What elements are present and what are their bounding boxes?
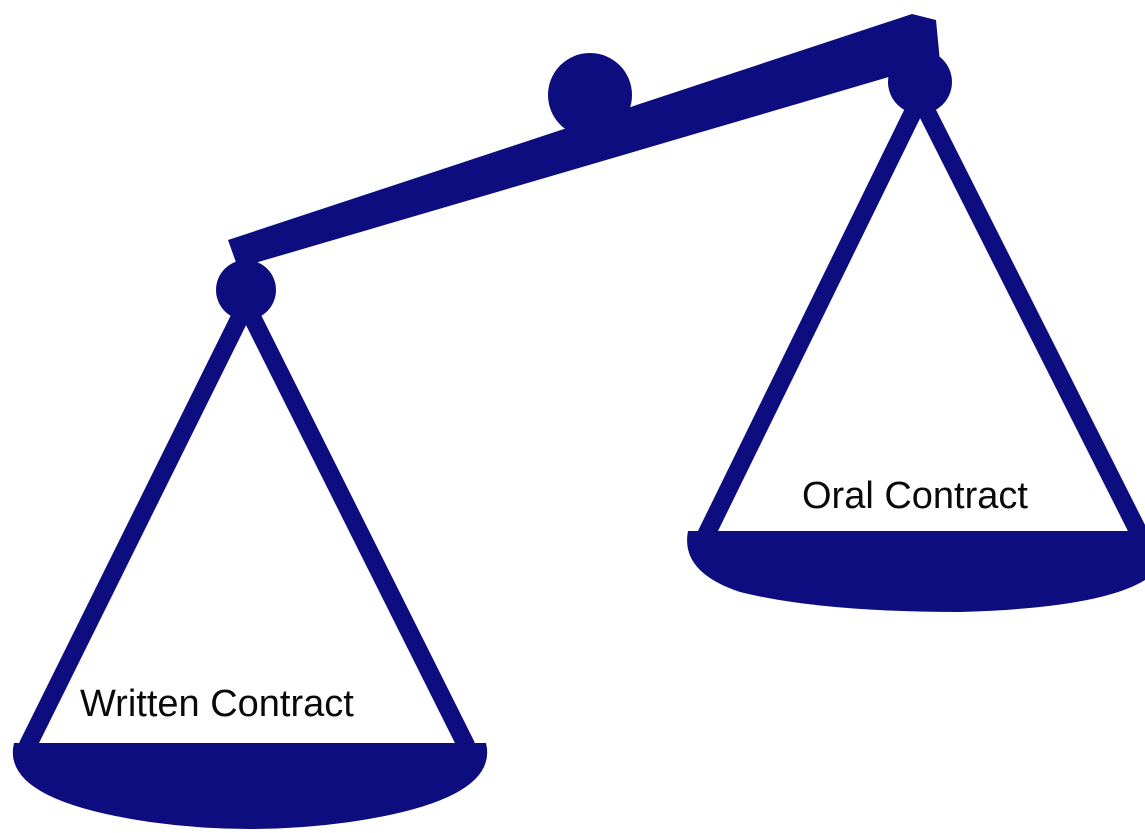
right-pan-dish: [687, 531, 1145, 612]
oral-contract-label: Oral Contract: [802, 474, 1028, 518]
written-contract-label: Written Contract: [80, 682, 354, 726]
scale-center-knob: [548, 53, 632, 137]
right-pan-interior: [728, 128, 1118, 531]
scale-beam: [228, 14, 940, 268]
left-pan-dish: [13, 743, 487, 829]
